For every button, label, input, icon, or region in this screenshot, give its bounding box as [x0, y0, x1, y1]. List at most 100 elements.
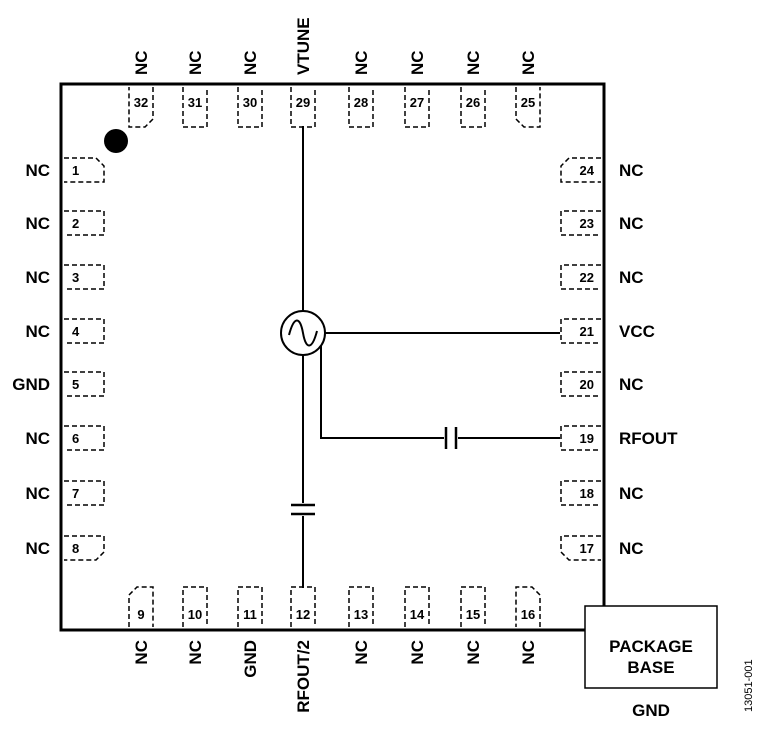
pin-6: 6NC [25, 425, 105, 451]
pin-number: 20 [580, 377, 594, 392]
pin-label: NC [352, 640, 371, 665]
pin-7: 7NC [25, 480, 105, 506]
package-base-box [584, 605, 718, 689]
pin-31: 31 NC [182, 50, 208, 128]
pin-label: NC [25, 539, 50, 558]
pin-label: NC [25, 268, 50, 287]
pin-pad [560, 264, 601, 290]
pin-label: NC [619, 484, 644, 503]
pin-20: 20 NC [560, 371, 644, 397]
pin-number: 23 [580, 216, 594, 231]
pin-number: 6 [72, 431, 79, 446]
pin-number: 4 [72, 324, 80, 339]
pin-number: 16 [521, 607, 535, 622]
pin-pad [560, 425, 601, 451]
pin-number: 2 [72, 216, 79, 231]
pin-label: NC [25, 214, 50, 233]
pin-pad [64, 210, 105, 236]
pin-number: 11 [243, 607, 257, 622]
pin-pad [64, 371, 105, 397]
pin-pad [460, 586, 486, 627]
pin-pad [182, 87, 208, 128]
sine-wave-icon [288, 319, 318, 347]
pin-label: NC [186, 50, 205, 75]
pin-number: 8 [72, 541, 79, 556]
pin-label: GND [241, 640, 260, 678]
pin-label: NC [464, 640, 483, 665]
pin-number: 10 [188, 607, 202, 622]
pin-pad [404, 87, 430, 128]
pin-number: 15 [466, 607, 480, 622]
pin-number: 18 [580, 486, 594, 501]
pin-label: VTUNE [294, 17, 313, 75]
pin-pad [404, 586, 430, 627]
pin-pad [560, 535, 601, 561]
pin-9: 9NC [128, 586, 154, 665]
pin-label: NC [241, 50, 260, 75]
pin-label: VCC [619, 322, 655, 341]
pin-number: 5 [72, 377, 79, 392]
pin-number: 31 [188, 95, 202, 110]
pin-label: NC [408, 640, 427, 665]
pin-3: 3NC [25, 264, 105, 290]
pin-label: RFOUT [619, 429, 678, 448]
pin-2: 2 NC [25, 210, 105, 236]
pin-pad [237, 87, 263, 128]
pin-number: 17 [580, 541, 594, 556]
pin-number: 32 [134, 95, 148, 110]
pin-label: NC [464, 50, 483, 75]
pin-label: NC [25, 161, 50, 180]
pin-label: NC [619, 214, 644, 233]
pin-number: 14 [410, 607, 425, 622]
pin-pad [64, 157, 105, 183]
pin-pad [182, 586, 208, 627]
pin-label: NC [408, 50, 427, 75]
pin-label: NC [132, 640, 151, 665]
pin-pad [237, 586, 263, 627]
package-base-label-line1: PACKAGE [609, 637, 693, 656]
pin-pad [560, 371, 601, 397]
pin-label: NC [352, 50, 371, 75]
internal-circuit [280, 126, 560, 588]
pin-label: NC [25, 322, 50, 341]
pin-number: 24 [580, 163, 595, 178]
pin-pad [64, 425, 105, 451]
pin-pad [64, 535, 105, 561]
pin-number: 19 [580, 431, 594, 446]
pin-8: 8 NC [25, 535, 105, 561]
pin-pad [560, 318, 601, 344]
pin-19: 19 RFOUT [560, 425, 678, 451]
pin-number: 22 [580, 270, 594, 285]
pin-pad [515, 87, 541, 128]
pin-number: 1 [72, 163, 79, 178]
rfout-trace-a [320, 346, 444, 439]
pin-label: NC [186, 640, 205, 665]
pin-label: NC [619, 375, 644, 394]
package-base-label-line2: BASE [627, 658, 674, 677]
pin-pad [515, 586, 541, 627]
pin-pad [64, 264, 105, 290]
pin-number: 13 [354, 607, 368, 622]
pin-number: 25 [521, 95, 535, 110]
pin-pad [560, 480, 601, 506]
pin-pad [64, 480, 105, 506]
